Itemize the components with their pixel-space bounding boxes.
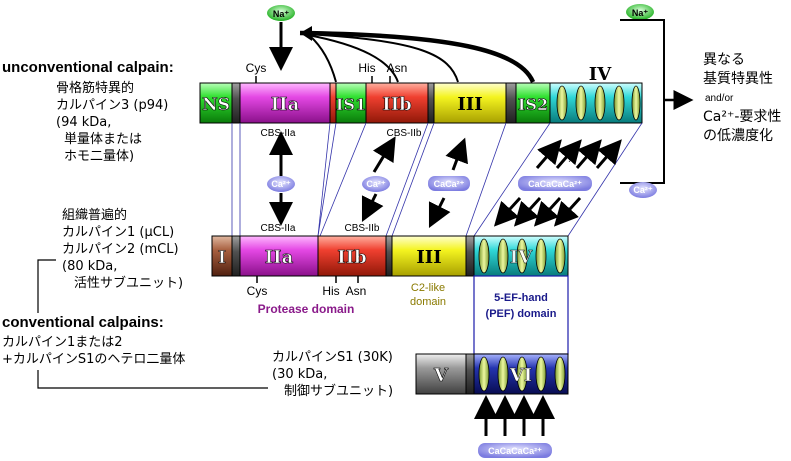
label-iia: IIa: [271, 94, 300, 115]
residue-his-mid: His: [322, 284, 339, 298]
conventional-1: カルパイン1または2: [2, 335, 123, 350]
label-v: V: [433, 365, 449, 386]
domain-iib-mid: [317, 235, 387, 277]
domain-iia: [239, 82, 331, 124]
unconventional-heading: unconventional calpain:: [2, 59, 174, 76]
na-label-right: Na⁺: [632, 8, 649, 18]
label-iv: IV: [589, 64, 612, 85]
ca-label-iia: Ca²⁺: [271, 179, 291, 189]
residue-asn-mid: Asn: [346, 284, 367, 298]
ca-arrows-iii: ? CaCa²⁺: [428, 137, 470, 229]
question-iii: ?: [462, 153, 467, 163]
result-4: の低濃度化: [703, 128, 773, 144]
result-text: 異なる 基質特異性 and/or Ca²⁺-要求性 の低濃度化: [703, 52, 781, 144]
cbs-iib-top: CBS-IIb: [386, 128, 421, 139]
protease-domain-label: Protease domain: [258, 302, 355, 316]
result-3: Ca²⁺-要求性: [703, 109, 781, 125]
label-iii-mid: III: [416, 247, 441, 268]
na-top-right: Na⁺: [626, 4, 654, 20]
bottom-desc-2: (30 kDa,: [272, 367, 327, 382]
domain-ns: [199, 82, 233, 124]
ca-label-iib: Ca²⁺: [366, 179, 386, 189]
mid-desc-4: (80 kDa,: [62, 259, 117, 274]
connector-lines: [231, 122, 643, 237]
pef-label-2: (PEF) domain: [486, 308, 557, 320]
ca-arrows-iia: Ca²⁺: [267, 131, 295, 226]
top-protein: unconventional calpain: 骨格筋特異的 カルパイン3 (p…: [2, 59, 643, 164]
linker: [505, 82, 517, 124]
result-2: 基質特異性: [703, 70, 773, 87]
bottom-protein: カルパインS1 (30K) (30 kDa, 制御サブユニット) V VI: [272, 350, 569, 399]
label-vi: VI: [509, 365, 532, 386]
conventional-heading: conventional calpains:: [2, 314, 164, 331]
domain-iii-mid: [391, 235, 467, 277]
label-ns: NS: [202, 95, 230, 115]
linker: [465, 235, 475, 277]
label-is2: IS2: [518, 95, 548, 114]
domain-iia-mid: [239, 235, 319, 277]
top-desc-2: カルパイン3 (p94): [56, 98, 168, 113]
ef-hand-ellipses-mid: [478, 238, 566, 274]
ca-arrows-bottom: CaCaCaCa²⁺: [474, 395, 555, 458]
cacaca-ef: CaCaCaCa²⁺: [528, 179, 582, 189]
domain-v: [415, 353, 467, 395]
cbs-iib-mid: CBS-IIb: [344, 223, 379, 234]
residue-cys: Cys: [246, 61, 267, 75]
label-iv-mid: IV: [510, 247, 533, 268]
ef-hand-ellipses-bottom: [478, 356, 566, 392]
ca-arrows-iib: Ca²⁺: [361, 136, 396, 223]
ca-right: Ca²⁺: [629, 182, 657, 198]
cbs-iia-top: CBS-IIa: [260, 128, 295, 139]
na-label: Na⁺: [273, 9, 290, 19]
residue-his: His: [358, 61, 375, 75]
mid-desc-3: カルパイン2 (mCL): [62, 242, 179, 257]
linker: [427, 82, 435, 124]
label-iib: IIb: [382, 94, 411, 115]
c2-like-1: C2-like: [411, 282, 445, 294]
domain-is2: [515, 82, 551, 124]
linker: [385, 235, 393, 277]
domain-iii: [433, 82, 507, 124]
top-desc-5: ホモ二量体): [64, 149, 134, 164]
cacaca-bottom: CaCaCaCa²⁺: [488, 446, 542, 456]
bottom-desc-3: 制御サブユニット): [284, 383, 393, 399]
top-desc-1: 骨格筋特異的: [56, 80, 134, 96]
label-iib-mid: IIb: [337, 247, 366, 268]
cbs-iia-mid: CBS-IIa: [260, 223, 295, 234]
linker: [231, 235, 241, 277]
linker: [231, 82, 241, 124]
ca-label-right: Ca²⁺: [633, 185, 653, 195]
question-ef: ?: [567, 154, 572, 164]
mid-desc-2: カルパイン1 (μCL): [62, 225, 174, 240]
top-desc-4: 単量体または: [64, 131, 142, 147]
na-top-left: Na⁺: [267, 5, 295, 21]
label-i: I: [218, 248, 226, 268]
curved-arrows: [299, 26, 536, 83]
mid-protein: 組織普遍的 カルパイン1 (μCL) カルパイン2 (mCL) (80 kDa,…: [62, 207, 569, 355]
result-1: 異なる: [703, 52, 745, 68]
linker: [465, 353, 475, 395]
conventional-block: conventional calpains: カルパイン1または2 +カルパイン…: [2, 259, 268, 389]
mid-desc-1: 組織普遍的: [62, 207, 127, 223]
label-is1: IS1: [336, 95, 366, 114]
result-andor: and/or: [705, 93, 734, 104]
ca-arrows-ef: ? CaCaCaCa²⁺: [493, 139, 622, 227]
top-desc-3: (94 kDa,: [56, 115, 111, 130]
bottom-desc-1: カルパインS1 (30K): [272, 350, 393, 365]
label-iia-mid: IIa: [265, 247, 294, 268]
mid-desc-5: 活性サブユニット): [74, 275, 183, 291]
c2-like-2: domain: [410, 296, 446, 308]
label-iii: III: [457, 94, 482, 115]
pef-label-1: 5-EF-hand: [494, 292, 548, 304]
cacaca-iii: CaCa²⁺: [434, 179, 465, 189]
ef-hand-ellipses-top: [556, 85, 641, 121]
conventional-2: +カルパインS1のヘテロ二量体: [2, 352, 185, 367]
residue-cys-mid: Cys: [247, 284, 268, 298]
